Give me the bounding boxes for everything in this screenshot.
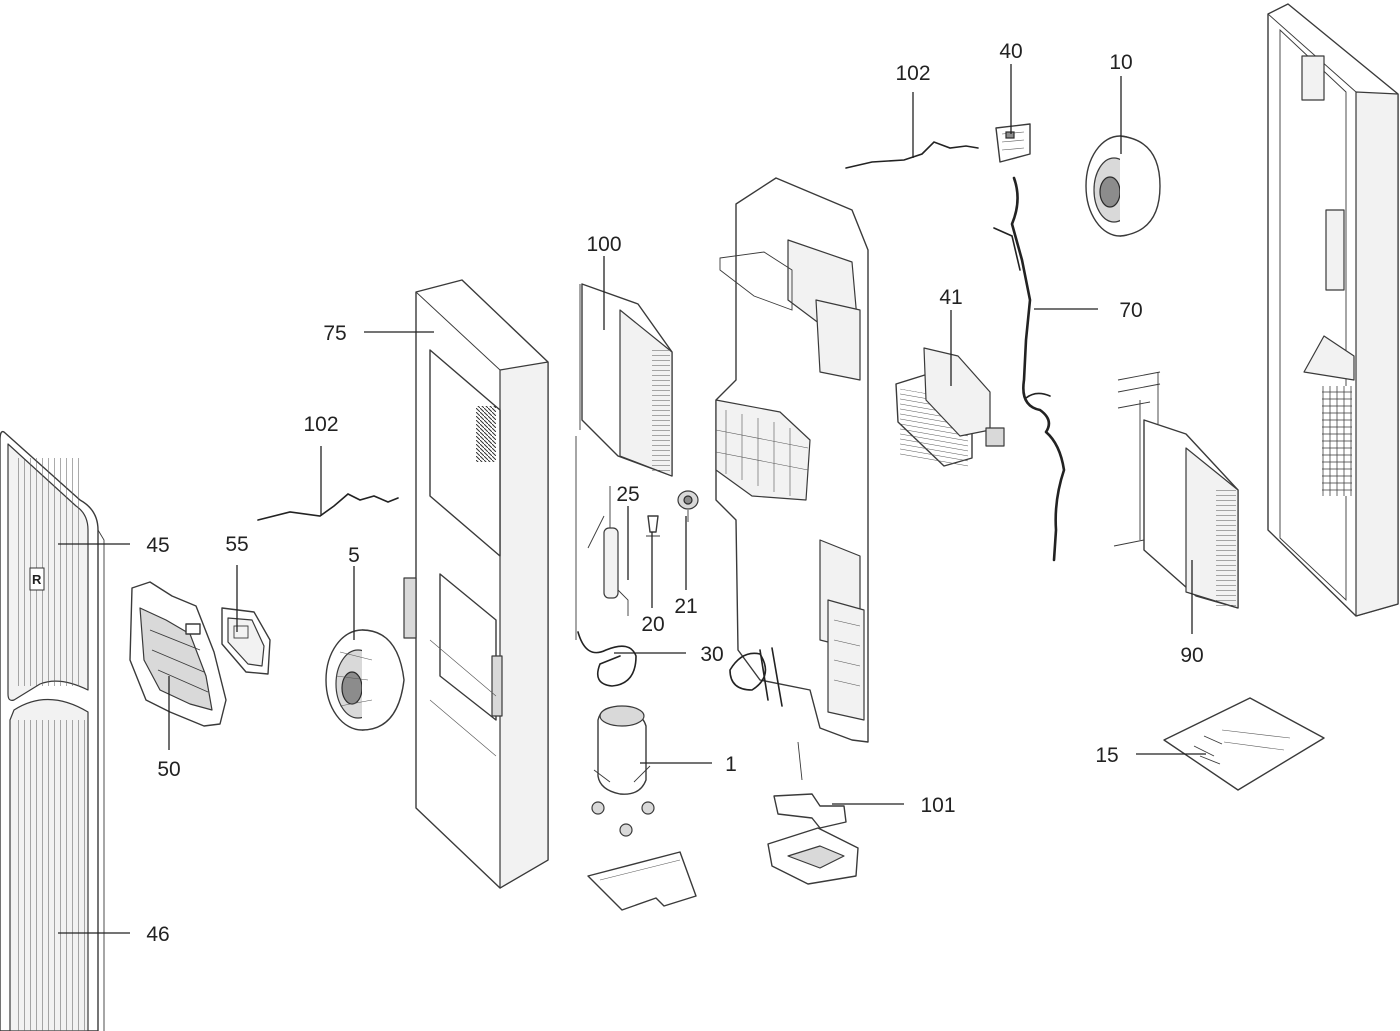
- valve-part-20: [646, 515, 660, 548]
- heat-sink-part-41: [895, 347, 1005, 467]
- callout-90: 90: [1180, 644, 1203, 667]
- callout-55: 55: [225, 533, 248, 556]
- coil-part-21: [677, 490, 699, 522]
- callout-41: 41: [939, 286, 962, 309]
- callout-30: 30: [700, 643, 723, 666]
- leader-lines: [58, 64, 1206, 934]
- heat-exchanger-part-100: [575, 283, 673, 640]
- callout-46: 46: [146, 923, 169, 946]
- callout-50: 50: [157, 758, 180, 781]
- callout-10: 10: [1109, 51, 1132, 74]
- callout-45: 45: [146, 534, 169, 557]
- housing-panel-part: [403, 279, 549, 889]
- bracket-part: [129, 581, 227, 727]
- callout-102-left: 102: [303, 413, 338, 436]
- rear-housing-part: [1267, 3, 1399, 617]
- control-module-part: [221, 607, 271, 675]
- electrical-box-part-101: [767, 741, 859, 885]
- callout-1: 1: [725, 753, 737, 776]
- brand-logo-letter: R: [32, 572, 42, 587]
- callout-labels: 102 40 10 100 41 75 70 102 25 45 55 5 21…: [146, 40, 1203, 946]
- compressor-part-1: [591, 705, 655, 837]
- callout-5: 5: [348, 544, 360, 567]
- callout-100: 100: [586, 233, 621, 256]
- callout-21: 21: [674, 595, 697, 618]
- cable-harness-part-70: [993, 176, 1066, 562]
- central-frame-part: [715, 177, 869, 743]
- callout-70: 70: [1119, 299, 1142, 322]
- grommets: [591, 801, 655, 837]
- accessory-bag-part-15: [1163, 697, 1325, 791]
- fan-part-5: [325, 629, 405, 731]
- heat-exchanger-part-90: [1113, 371, 1239, 609]
- callout-15: 15: [1095, 744, 1118, 767]
- front-cover-part: R: [0, 430, 105, 1031]
- callout-101: 101: [920, 794, 955, 817]
- circuit-board-part-40: [995, 123, 1031, 163]
- callout-75: 75: [323, 322, 346, 345]
- callout-40: 40: [999, 40, 1022, 63]
- compressor-mounting-plate: [587, 851, 697, 911]
- callout-102-top: 102: [895, 62, 930, 85]
- capillary-tube-part-30: [577, 631, 637, 687]
- cable-part-102-top: [845, 141, 979, 169]
- fan-part-10: [1085, 135, 1161, 237]
- dryer-part-25: [587, 486, 629, 616]
- cable-part-102-left: [257, 493, 399, 521]
- callout-20: 20: [641, 613, 664, 636]
- callout-25: 25: [616, 483, 639, 506]
